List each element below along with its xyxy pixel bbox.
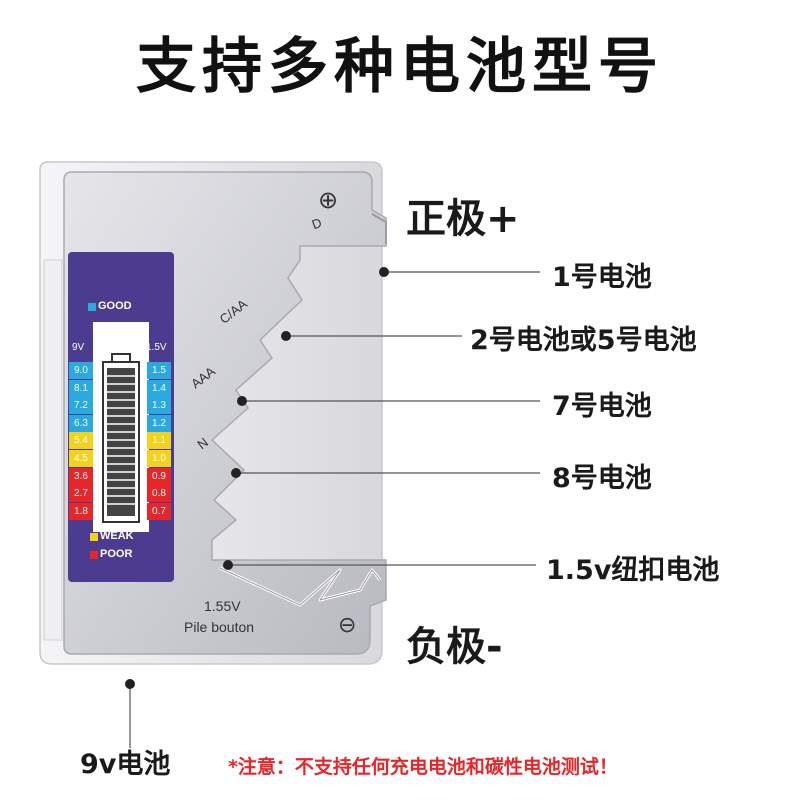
scale-cell-right: 1.2	[147, 414, 171, 432]
scale-cell-left: 1.8	[69, 502, 93, 520]
button-cell-name: Pile bouton	[184, 619, 255, 635]
weak-label: WEAK	[100, 530, 134, 542]
callout-negative: 负极-	[406, 624, 503, 670]
scale-header-1-5v: 1.5V	[146, 342, 167, 353]
scale-cell-left: 4.5	[69, 450, 93, 467]
scale-cell-right: 0.9	[147, 467, 171, 485]
gauge-segments	[107, 368, 135, 516]
callout-battery-2-5: 2号电池或5号电池	[470, 325, 697, 356]
scale-cell-left: 6.3	[69, 414, 93, 432]
scale-cell-left: 8.1	[69, 379, 93, 397]
callout-battery-8: 8号电池	[552, 463, 652, 494]
callout-button-cell: 1.5v纽扣电池	[546, 555, 720, 586]
poor-label: POOR	[100, 548, 133, 560]
callout-battery-7: 7号电池	[552, 391, 652, 422]
scale-cell-right: 1.1	[147, 432, 171, 450]
scale-cell-right: 0.8	[147, 485, 171, 503]
scale-cell-left: 2.7	[69, 485, 93, 503]
scale-cell-right: 1.4	[147, 379, 171, 397]
scale-cell-left: 7.2	[69, 397, 93, 415]
callout-positive: 正极+	[406, 196, 520, 242]
scale-cell-right: 0.7	[147, 502, 171, 520]
scale-cell-right: 1.5	[147, 362, 171, 379]
scale-cell-left: 9.0	[69, 362, 93, 379]
callout-battery-1: 1号电池	[552, 262, 652, 293]
page-title: 支持多种电池型号	[136, 32, 664, 102]
minus-icon: ⊖	[338, 612, 357, 637]
scale-cell-left: 5.4	[69, 432, 93, 450]
scale-cell-right: 1.3	[147, 397, 171, 415]
scale-cell-right: 1.0	[147, 450, 171, 467]
scale-header-9v: 9V	[72, 342, 85, 353]
scale-cell-left: 3.6	[69, 467, 93, 485]
callout-battery-9v: 9v电池	[80, 749, 171, 780]
warning-note: *注意：不支持任何充电电池和碳性电池测试！	[228, 756, 618, 778]
plus-icon: ⊕	[318, 187, 339, 214]
button-cell-voltage: 1.55V	[204, 598, 241, 614]
good-label: GOOD	[98, 300, 132, 312]
